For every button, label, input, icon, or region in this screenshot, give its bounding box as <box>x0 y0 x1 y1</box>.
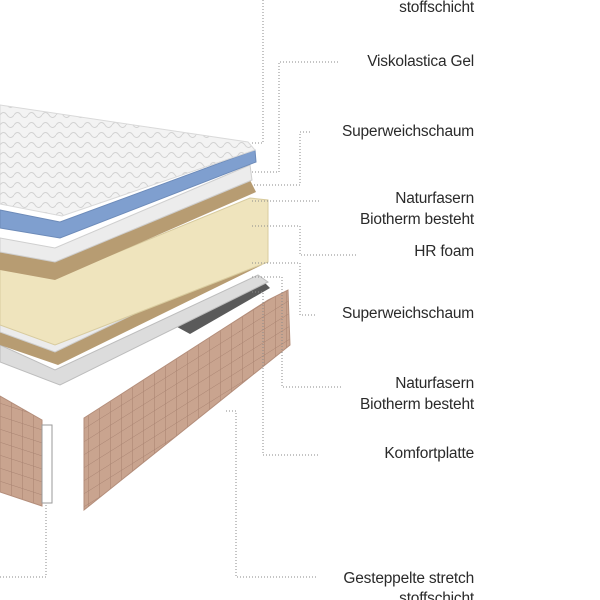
label-natural-2-line1: Naturfasern <box>395 375 474 392</box>
leader-softfoam-1 <box>252 131 310 186</box>
label-natural-1-line1: Naturfasern <box>395 190 474 207</box>
layer-softfoam-1 <box>0 164 253 263</box>
border-fabric-right <box>83 289 291 512</box>
label-bottom-cover-line2: stoffschicht <box>399 590 474 600</box>
leader-left-cover <box>0 505 47 578</box>
label-softfoam-2: Superweichschaum <box>341 305 474 322</box>
leader-lines <box>0 0 356 578</box>
border-fabric-left <box>0 395 43 507</box>
label-hr-foam: HR foam <box>414 243 474 260</box>
label-natural-2-line2: Biotherm besteht <box>360 396 474 413</box>
layer-comfort-base <box>0 274 269 386</box>
layer-gel <box>0 149 257 239</box>
label-softfoam-1: Superweichschaum <box>341 123 474 140</box>
label-gel: Viskolastica Gel <box>367 53 474 70</box>
leader-gel <box>252 61 338 173</box>
label-top-cover: stoffschicht <box>399 0 474 16</box>
label-bottom-cover-line1: Gesteppelte stretch <box>343 570 474 587</box>
leader-softfoam-2 <box>252 262 315 316</box>
leader-comfort-plate <box>252 291 318 456</box>
layer-quilted-top <box>0 104 256 217</box>
leader-top-cover <box>252 0 264 144</box>
leader-natural-2 <box>252 276 343 388</box>
left-bracket <box>41 424 53 504</box>
leader-bottom-cover <box>226 410 318 578</box>
label-comfort-plate: Komfortplatte <box>384 445 474 462</box>
label-natural-1-line2: Biotherm besteht <box>360 211 474 228</box>
leader-hr-foam <box>252 225 356 256</box>
